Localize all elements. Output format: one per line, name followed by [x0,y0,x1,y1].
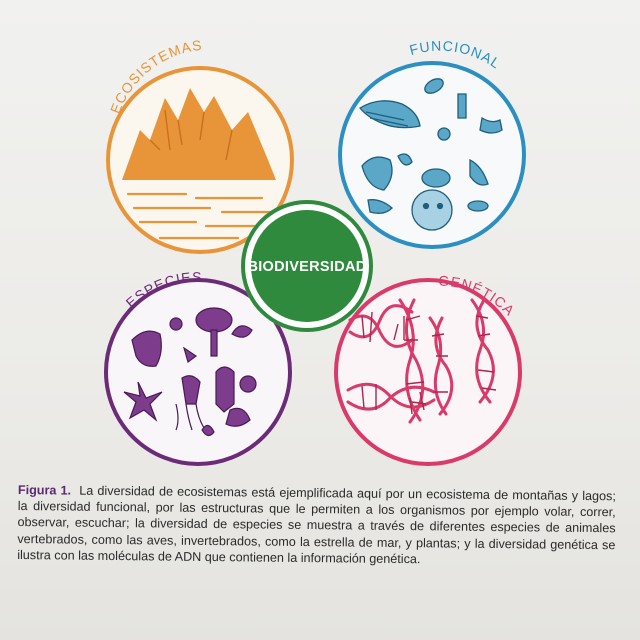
caption-text: La diversidad de ecosistemas está ejempl… [17,483,616,567]
biodiversidad-title: BIODIVERSIDAD [247,259,366,275]
ecosistemas-circle: ECOSISTEMAS [106,37,294,254]
dna-rungs [361,311,497,415]
especies-circle: ESPECIES [104,269,292,466]
caption-label: Figura 1. [17,482,72,498]
figure-caption: Figura 1. La diversidad de ecosistemas e… [17,482,616,569]
biodiversity-diagram: ECOSISTEMAS [104,37,526,466]
funcional-circle: FUNCIONAL [338,38,526,249]
mountains-lake-illustration [122,88,276,240]
genetica-circle: GENÉTICA [334,272,522,466]
biodiversidad-center: BIODIVERSIDAD [241,200,373,332]
animals-plants-illustration [123,307,257,437]
wings-paws-fins-illustration [359,78,503,231]
